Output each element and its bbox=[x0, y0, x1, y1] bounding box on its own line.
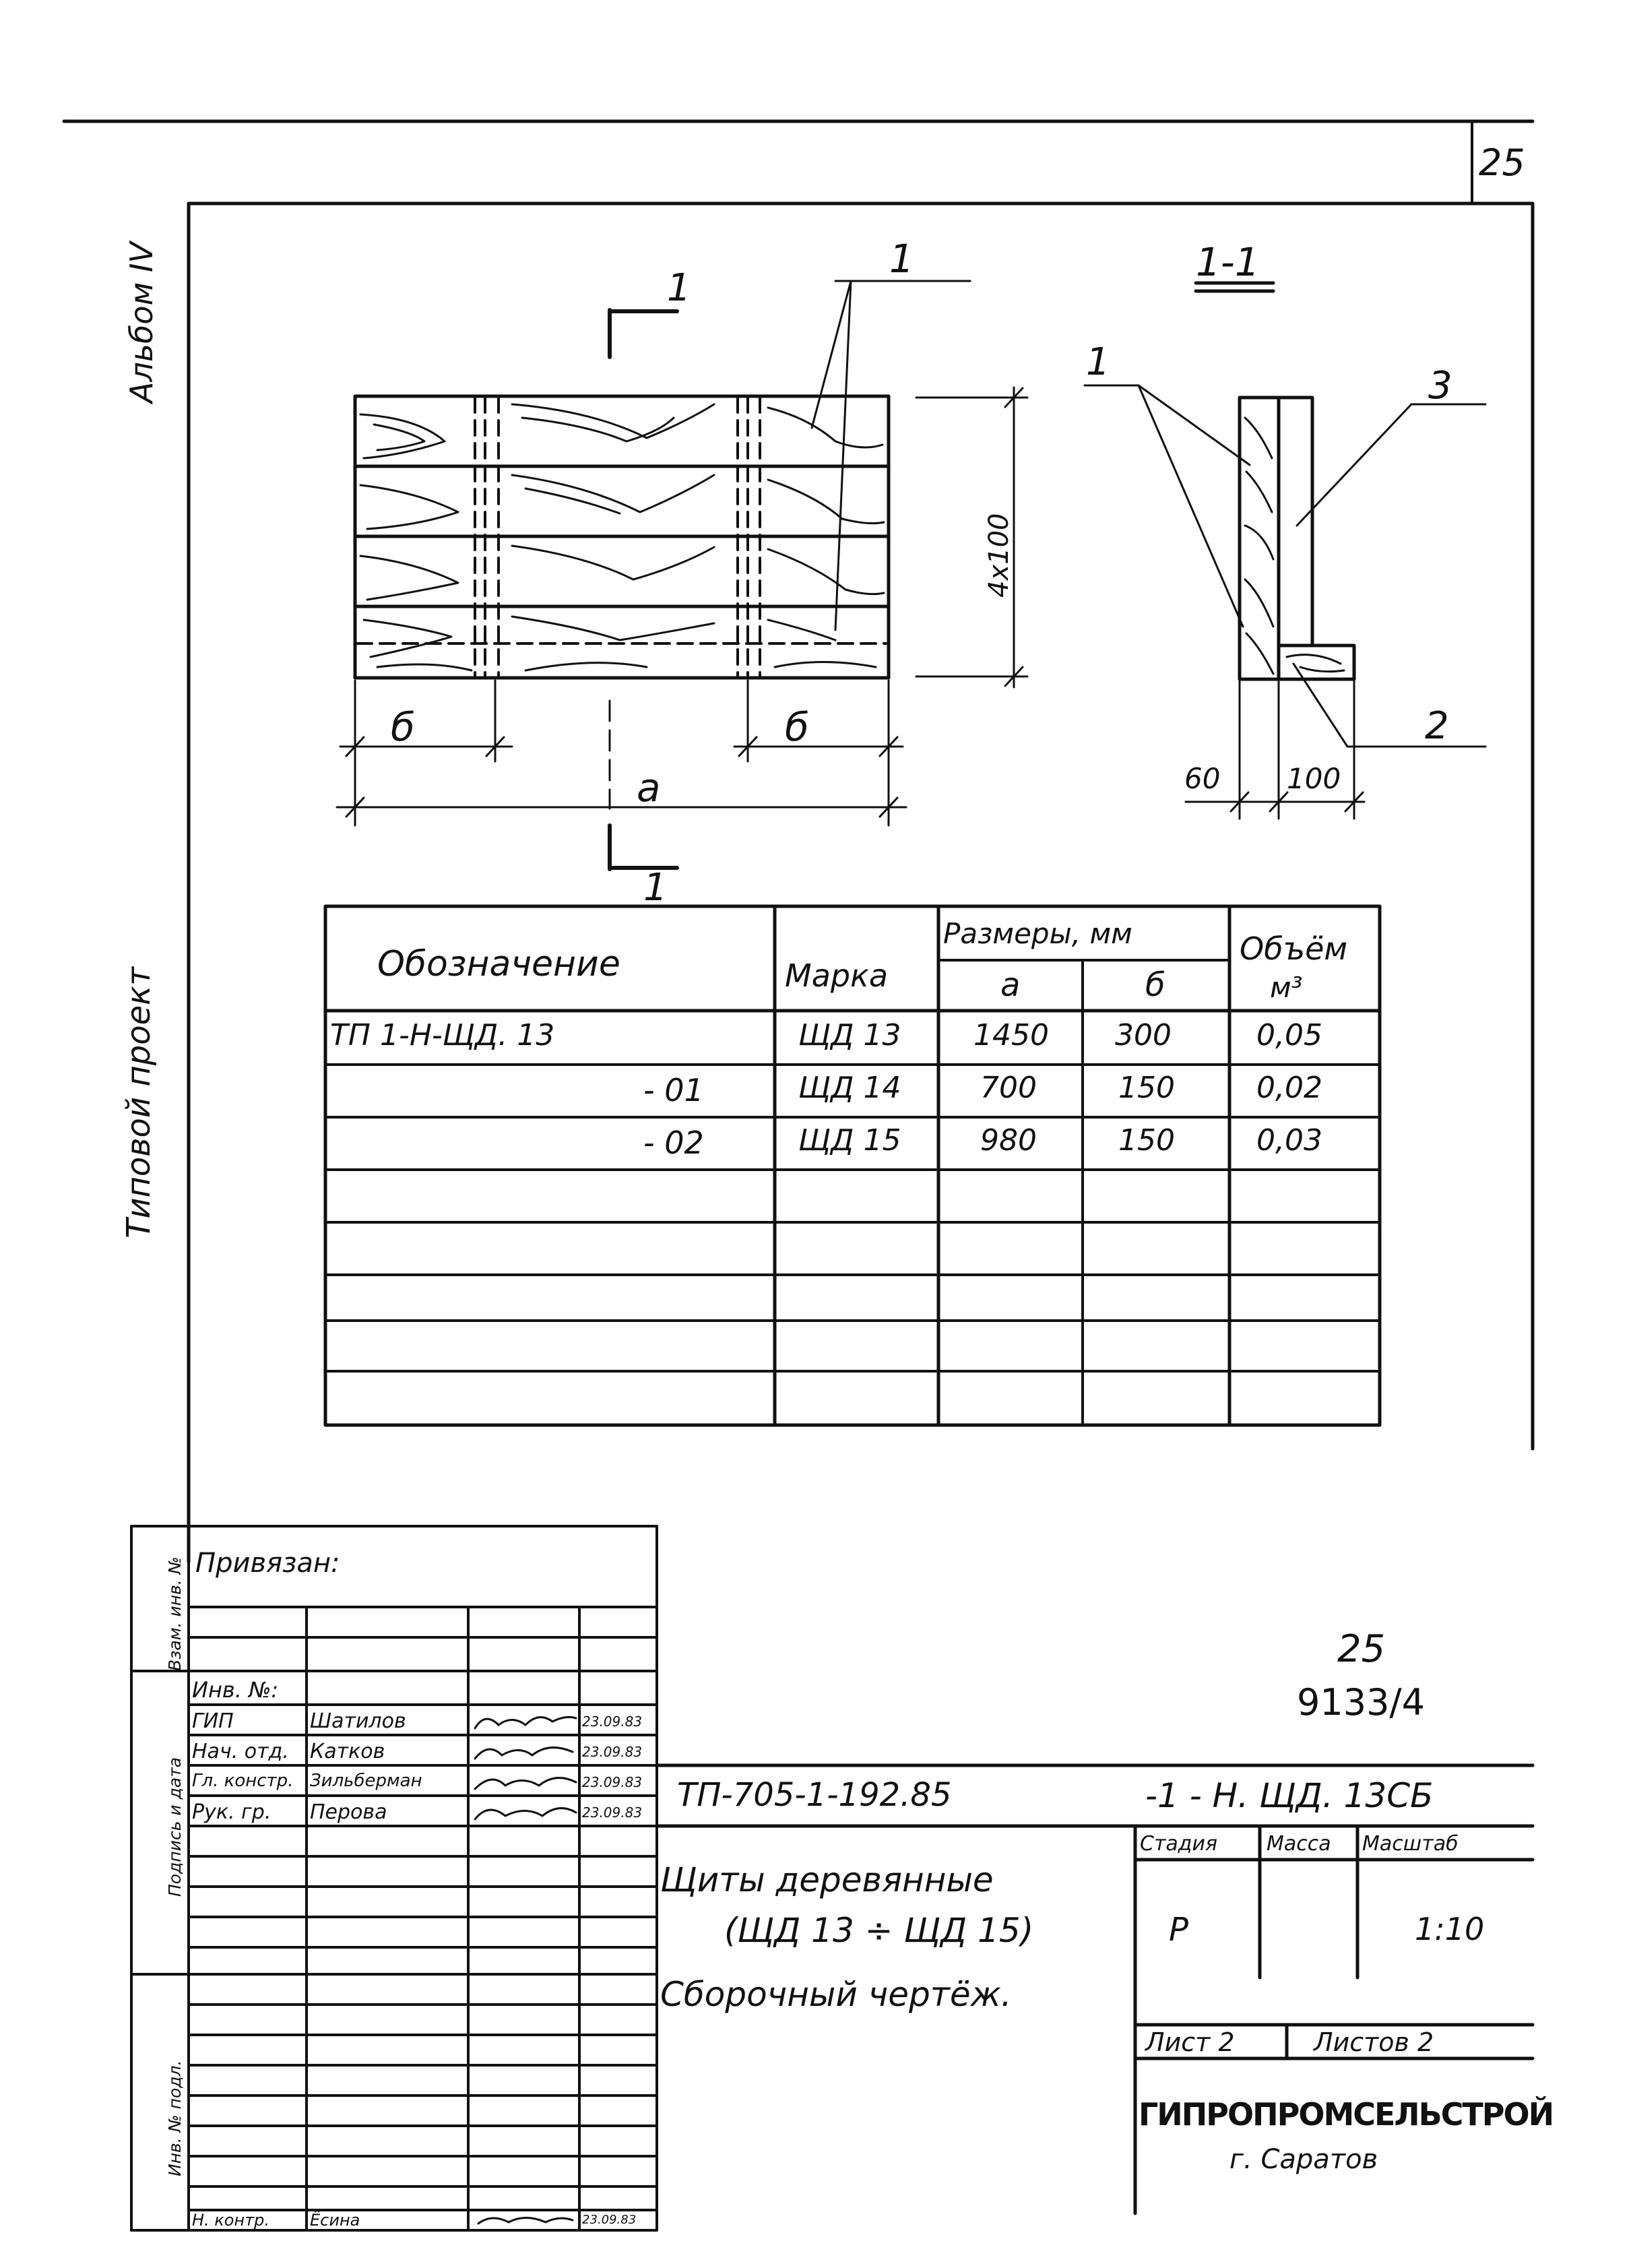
section-mark-label-top: 1 bbox=[667, 266, 691, 310]
privyazan-label: Привязан: bbox=[195, 1548, 340, 1579]
position-1-label-front: 1 bbox=[889, 236, 914, 282]
row-2-volume: 0,02 bbox=[1256, 1071, 1322, 1105]
inv-no-label: Инв. №: bbox=[192, 1677, 279, 1703]
document-code: -1 - Н. ЩД. 13СБ bbox=[1145, 1776, 1434, 1815]
person-5-date: 23.09.83 bbox=[582, 2213, 637, 2227]
section-mark-top bbox=[608, 308, 679, 359]
sheet-label: Лист 2 bbox=[1145, 2027, 1235, 2057]
person-4-date: 23.09.83 bbox=[582, 1804, 643, 1821]
person-1-date: 23.09.83 bbox=[582, 1713, 643, 1730]
width-dimensions bbox=[335, 679, 907, 827]
header-mark: Марка bbox=[785, 957, 889, 994]
row-2-a: 700 bbox=[980, 1071, 1037, 1105]
dim-100: 100 bbox=[1287, 762, 1341, 795]
sheets-label: Листов 2 bbox=[1314, 2027, 1434, 2057]
header-dimensions: Размеры, мм bbox=[943, 917, 1132, 950]
row-1-a: 1450 bbox=[973, 1018, 1049, 1052]
row-1-volume: 0,05 bbox=[1256, 1018, 1322, 1052]
section-leaders bbox=[1083, 384, 1487, 748]
leader-pos-1-front bbox=[810, 280, 971, 631]
position-3-label: 3 bbox=[1428, 364, 1452, 408]
section-title: 1-1 bbox=[1196, 239, 1260, 285]
title-line-2: (ЩД 13 ÷ ЩД 15) bbox=[724, 1911, 1034, 1950]
person-5-name: Ёсина bbox=[310, 2211, 360, 2230]
section-mark-label-bottom: 1 bbox=[643, 866, 668, 910]
header-volume-unit: м³ bbox=[1270, 971, 1303, 1004]
height-dimension bbox=[915, 386, 1029, 689]
organization-city: г. Саратов bbox=[1229, 2144, 1378, 2175]
project-code: ТП-705-1-192.85 bbox=[677, 1776, 952, 1814]
person-3-date: 23.09.83 bbox=[582, 1774, 643, 1790]
dim-b-right: б bbox=[785, 704, 809, 750]
archive-number: 9133/4 bbox=[1297, 1681, 1425, 1724]
person-3-role: Гл. констр. bbox=[192, 1771, 294, 1791]
row-3-a: 980 bbox=[980, 1123, 1037, 1158]
title-line-1: Щиты деревянные bbox=[660, 1860, 994, 1899]
title-line-3: Сборочный чертёж. bbox=[660, 1975, 1012, 2014]
section-mark-bottom bbox=[608, 699, 679, 871]
person-4-name: Перова bbox=[310, 1800, 387, 1824]
section-1-1-view bbox=[1194, 281, 1356, 681]
header-dim-b: б bbox=[1145, 966, 1165, 1004]
shield-front-view bbox=[353, 394, 891, 680]
header-volume: Объём bbox=[1240, 931, 1348, 967]
person-2-date: 23.09.83 bbox=[582, 1744, 643, 1760]
row-2-b: 150 bbox=[1118, 1071, 1175, 1105]
person-5-role: Н. контр. bbox=[192, 2211, 270, 2230]
row-2-mark: ЩД 14 bbox=[798, 1071, 901, 1105]
sheet-number: 25 bbox=[1479, 141, 1525, 184]
row-1-mark: ЩД 13 bbox=[798, 1018, 901, 1052]
section-dimensions bbox=[1184, 679, 1366, 820]
row-3-designation: - 02 bbox=[643, 1125, 704, 1161]
position-2-label: 2 bbox=[1425, 704, 1449, 748]
scale-label: Масштаб bbox=[1362, 1832, 1459, 1856]
mass-label: Масса bbox=[1267, 1832, 1331, 1856]
person-1-name: Шатилов bbox=[310, 1709, 406, 1733]
person-2-role: Нач. отд. bbox=[192, 1740, 289, 1763]
header-designation: Обозначение bbox=[377, 944, 620, 984]
scale-value: 1:10 bbox=[1415, 1911, 1485, 1947]
stage-value: Р bbox=[1169, 1911, 1188, 1949]
row-3-volume: 0,03 bbox=[1256, 1123, 1322, 1158]
person-4-role: Рук. гр. bbox=[192, 1800, 271, 1824]
person-1-role: ГИП bbox=[192, 1709, 234, 1733]
row-2-designation: - 01 bbox=[643, 1072, 704, 1108]
row-3-b: 150 bbox=[1118, 1123, 1175, 1158]
right-title-block-grid bbox=[655, 1763, 1535, 2215]
dim-a: а bbox=[637, 765, 661, 811]
dim-b-left: б bbox=[391, 704, 415, 750]
stage-label: Стадия bbox=[1140, 1832, 1218, 1856]
row-3-mark: ЩД 15 bbox=[798, 1123, 901, 1158]
dim-60: 60 bbox=[1184, 762, 1221, 795]
row-1-designation: ТП 1-Н-ЩД. 13 bbox=[330, 1018, 555, 1052]
spec-table-grid bbox=[323, 904, 1382, 1427]
person-3-name: Зильберман bbox=[310, 1771, 422, 1791]
person-2-name: Катков bbox=[310, 1740, 385, 1763]
row-1-b: 300 bbox=[1115, 1018, 1172, 1052]
header-dim-a: а bbox=[1000, 966, 1021, 1004]
organization-name: ГИПРОПРОМСЕЛЬСТРОЙ bbox=[1139, 2096, 1554, 2133]
sheet-ref: 25 bbox=[1337, 1627, 1386, 1671]
left-stamp-grid bbox=[130, 1525, 658, 2232]
position-1-label-section: 1 bbox=[1086, 340, 1110, 384]
